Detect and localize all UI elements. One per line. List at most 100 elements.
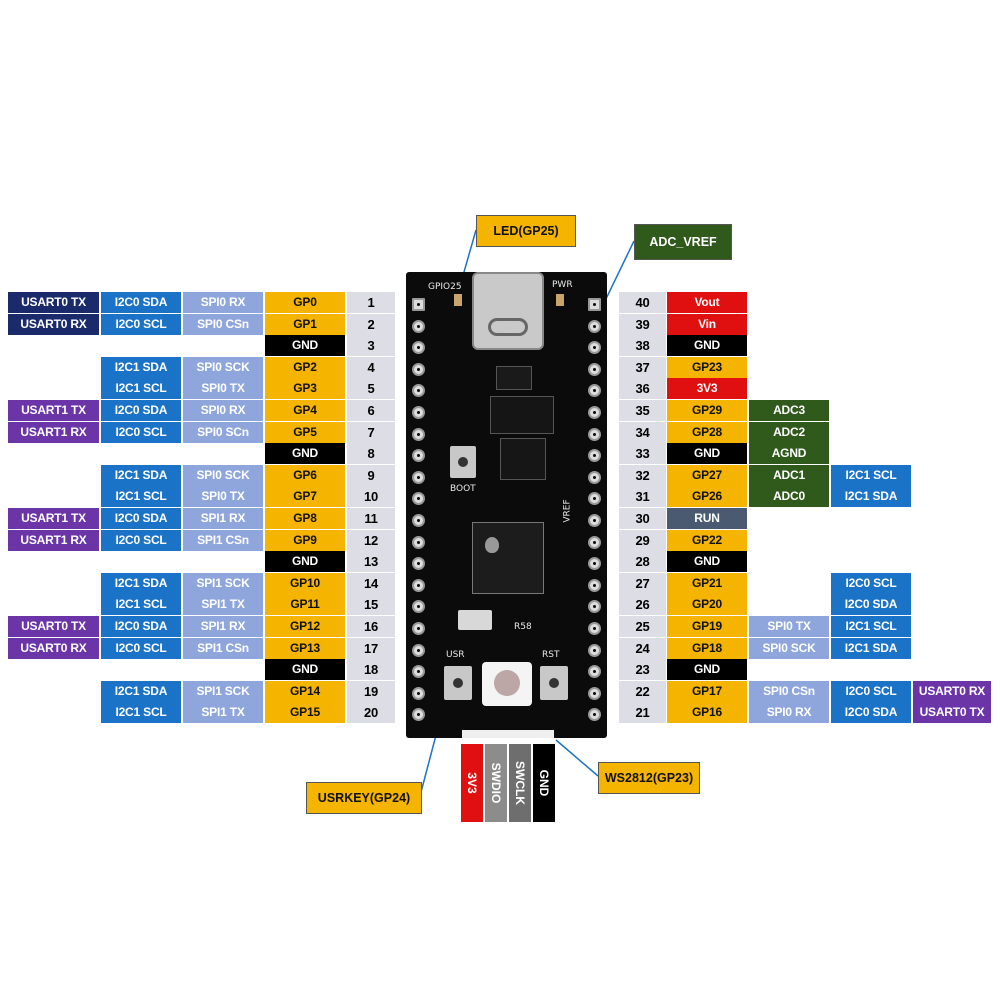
left-pin-gp-label: GND	[265, 659, 345, 681]
left-pin-i2c-label: I2C0 SCL	[101, 529, 181, 551]
left-pin-num-label: 10	[347, 486, 395, 508]
right-pin-gp-label: GP29	[667, 400, 747, 421]
raspberry-logo-icon	[485, 537, 499, 553]
rp2040-board: GPIO25 PWR BOOT VREF R58 USR RST	[406, 272, 607, 738]
swd-pin-text: SWCLK	[513, 761, 527, 805]
right-header-pin	[588, 535, 601, 549]
right-pin-gp-label: 3V3	[667, 378, 747, 400]
swd-pin-text: SWDIO	[489, 762, 503, 804]
right-header-pin	[588, 449, 601, 463]
right-pin-spi-label: SPI0 TX	[749, 616, 829, 637]
right-pin-num-label: 26	[619, 594, 666, 616]
left-header-pin	[412, 514, 425, 527]
ws2812-callout: WS2812(GP23)	[598, 762, 700, 794]
left-pin-num-label: 1	[347, 292, 395, 313]
left-pin-uart-label: USART1 RX	[8, 529, 99, 551]
right-header-pin	[588, 384, 601, 398]
rst-button[interactable]	[540, 666, 568, 700]
right-pin-gp-label: GP17	[667, 680, 747, 702]
left-pin-num-label: 13	[347, 551, 395, 573]
right-pin-num-label: 29	[619, 529, 666, 551]
right-pin-i2c-label: I2C0 SDA	[831, 702, 911, 724]
left-pin-spi-label: SPI0 SCK	[183, 464, 263, 486]
left-header-pin	[412, 470, 425, 484]
right-pin-num-label: 21	[619, 702, 666, 724]
left-pin-num-label: 9	[347, 464, 395, 486]
left-pin-uart-label: USART1 RX	[8, 421, 99, 443]
swd-pin-label: GND	[533, 744, 555, 822]
left-pin-gp-label: GP10	[265, 572, 345, 594]
right-pin-gp-label: GP18	[667, 637, 747, 659]
left-pin-num-label: 12	[347, 529, 395, 551]
boot-button[interactable]	[450, 446, 476, 478]
right-pin-num-label: 38	[619, 335, 666, 357]
left-pin-i2c-label: I2C1 SCL	[101, 378, 181, 400]
pwr-label: PWR	[552, 280, 573, 290]
left-header-pin	[412, 362, 425, 376]
left-pin-i2c-label: I2C0 SDA	[101, 508, 181, 529]
left-header-pin	[412, 622, 425, 635]
usr-label: USR	[446, 650, 465, 660]
right-pin-i2c-label: I2C0 SDA	[831, 594, 911, 616]
rp2040-chip	[472, 522, 544, 594]
left-pin-uart-label: USART0 RX	[8, 637, 99, 659]
right-header-pin	[588, 686, 601, 700]
right-pin-num-label: 40	[619, 292, 666, 313]
right-header-pin	[588, 600, 601, 614]
right-header-pin	[588, 514, 601, 527]
right-header-pin	[588, 665, 601, 679]
left-pin-num-label: 16	[347, 616, 395, 637]
right-pin-num-label: 23	[619, 659, 666, 681]
right-header-pin	[588, 557, 601, 571]
ldo-chip	[500, 438, 546, 480]
left-pin-num-label: 6	[347, 400, 395, 421]
right-pin-uart-label: USART0 TX	[913, 702, 991, 724]
right-pin-gp-label: GP19	[667, 616, 747, 637]
right-pin-spi-label: SPI0 CSn	[749, 680, 829, 702]
left-pin-num-label: 15	[347, 594, 395, 616]
right-pin-adc-label: AGND	[749, 443, 829, 465]
left-pin-i2c-label: I2C0 SDA	[101, 292, 181, 313]
right-header-pin	[588, 341, 601, 355]
left-pin-gp-label: GP7	[265, 486, 345, 508]
left-pin-gp-label: GP14	[265, 680, 345, 702]
swd-pin-label: 3V3	[461, 744, 483, 822]
right-pin-i2c-label: I2C1 SDA	[831, 486, 911, 508]
right-header-pin	[588, 319, 601, 333]
pwr-led-icon	[556, 294, 564, 306]
right-header-pin	[588, 362, 601, 376]
left-pin-i2c-label: I2C0 SCL	[101, 313, 181, 335]
right-pin-gp-label: Vout	[667, 292, 747, 313]
left-header-pin	[412, 600, 425, 614]
left-pin-gp-label: GND	[265, 551, 345, 573]
left-pin-uart-label: USART0 TX	[8, 616, 99, 637]
left-pin-i2c-label: I2C0 SCL	[101, 637, 181, 659]
right-pin-num-label: 39	[619, 313, 666, 335]
left-pin-uart-label: USART1 TX	[8, 508, 99, 529]
right-pin-i2c-label: I2C0 SCL	[831, 680, 911, 702]
left-pin-gp-label: GP6	[265, 464, 345, 486]
right-header-pin	[588, 406, 601, 419]
left-pin-i2c-label: I2C1 SDA	[101, 572, 181, 594]
left-pin-gp-label: GP8	[265, 508, 345, 529]
usr-button[interactable]	[444, 666, 472, 700]
right-pin-uart-label: USART0 RX	[913, 680, 991, 702]
right-pin-gp-label: GP16	[667, 702, 747, 724]
left-pin-num-label: 3	[347, 335, 395, 357]
left-pin-num-label: 20	[347, 702, 395, 724]
right-pin-num-label: 28	[619, 551, 666, 573]
left-pin-num-label: 5	[347, 378, 395, 400]
left-pin-spi-label: SPI1 TX	[183, 702, 263, 724]
left-pin-spi-label: SPI0 TX	[183, 486, 263, 508]
right-pin-num-label: 33	[619, 443, 666, 465]
right-header-pin	[588, 622, 601, 635]
vref-label: VREF	[562, 499, 573, 523]
left-header-pin	[412, 686, 425, 700]
right-pin-spi-label: SPI0 RX	[749, 702, 829, 724]
right-pin-num-label: 22	[619, 680, 666, 702]
right-pin-gp-label: GP27	[667, 464, 747, 486]
right-header-pin	[588, 427, 601, 441]
left-pin-spi-label: SPI0 RX	[183, 292, 263, 313]
swd-pin-text: 3V3	[465, 772, 479, 794]
left-header-pin	[412, 298, 425, 311]
